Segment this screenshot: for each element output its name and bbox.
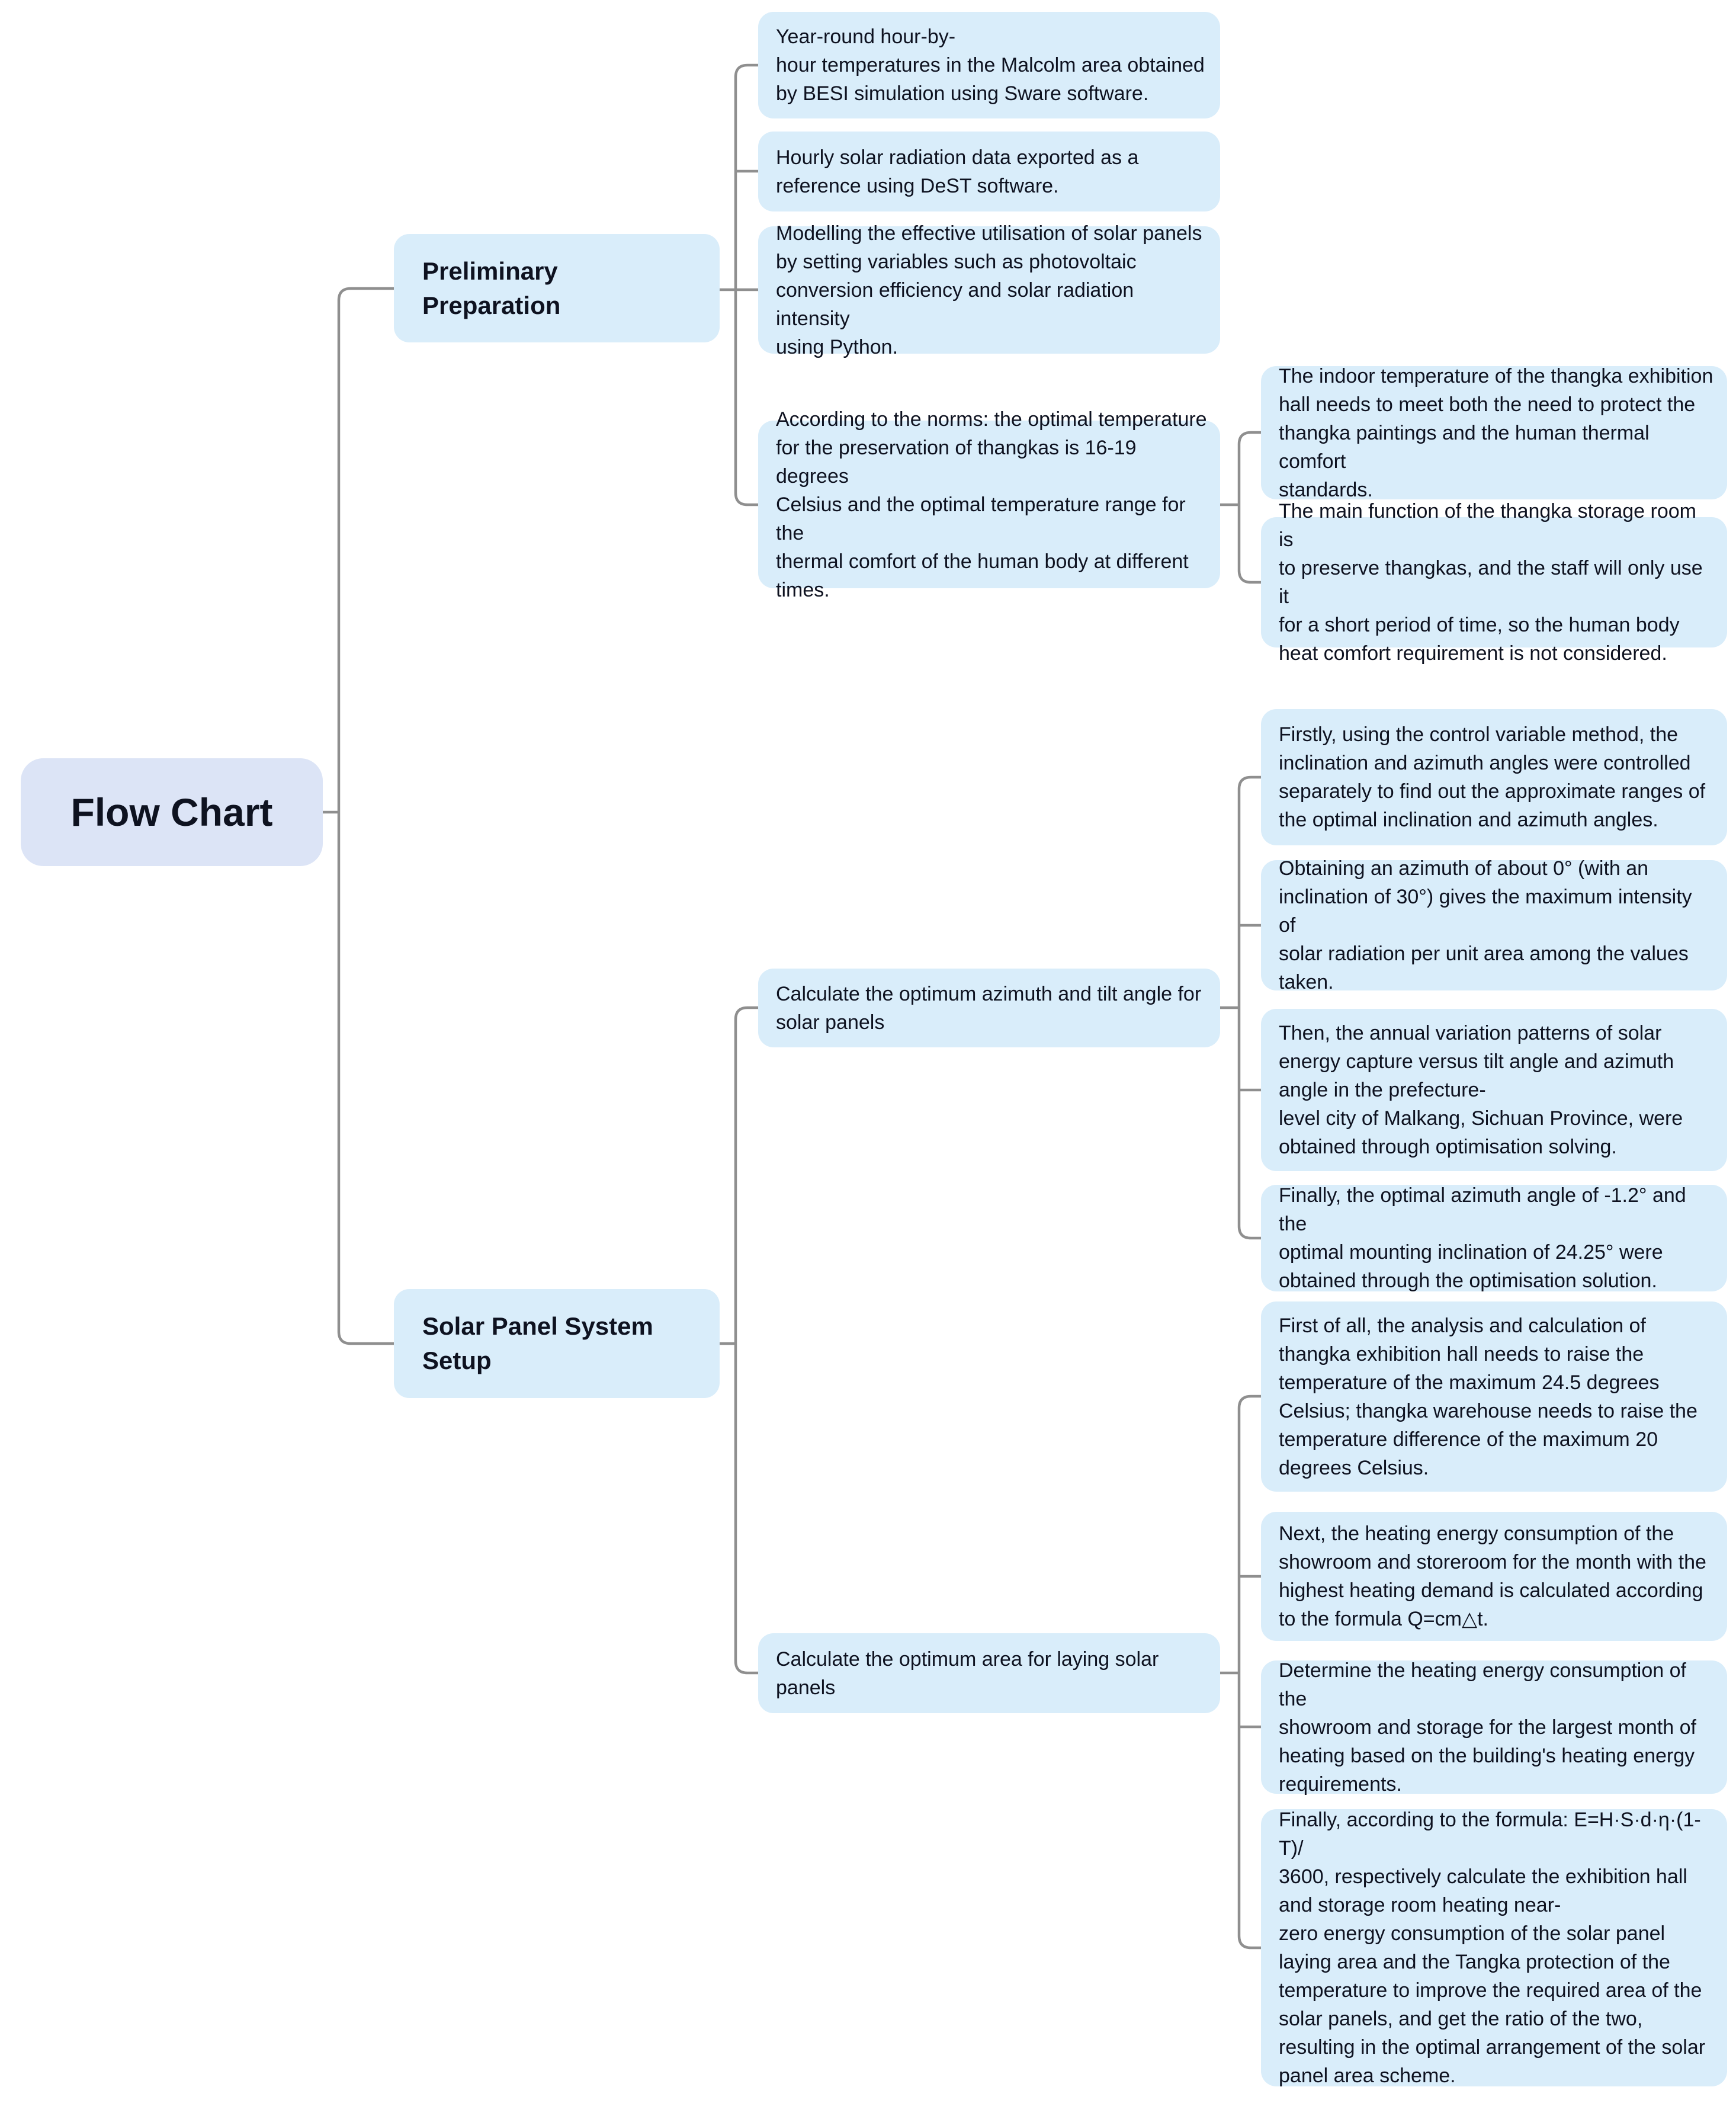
connector-area-bracket (1237, 1394, 1261, 1950)
node-text: Modelling the effective utilisation of s… (776, 222, 1202, 358)
node-finally-panel-area-formula[interactable]: Finally, according to the formula: E=H·S… (1261, 1809, 1727, 2087)
node-calc-optimum-area[interactable]: Calculate the optimum area for laying so… (758, 1633, 1220, 1713)
node-text: First of all, the analysis and calculati… (1279, 1314, 1698, 1479)
node-text: Finally, according to the formula: E=H·S… (1279, 1809, 1706, 2087)
node-text: Firstly, using the control variable meth… (1279, 723, 1706, 831)
node-text: Finally, the optimal azimuth angle of -1… (1279, 1184, 1686, 1292)
node-firstly-control-variable[interactable]: Firstly, using the control variable meth… (1261, 709, 1727, 845)
connector-norms-bracket (1237, 431, 1261, 584)
node-text: Hourly solar radiation data exported as … (776, 146, 1139, 197)
node-text: The indoor temperature of the thangka ex… (1279, 364, 1713, 501)
node-storage-room-requirement[interactable]: The main function of the thangka storage… (1261, 500, 1727, 665)
branch-solar-panel-system-setup[interactable]: Solar Panel System Setup (394, 1289, 720, 1398)
connector-trunk (337, 287, 394, 1345)
node-norms-temperature[interactable]: According to the norms: the optimal temp… (758, 408, 1220, 601)
node-text: Calculate the optimum area for laying so… (776, 1647, 1159, 1699)
node-text: The main function of the thangka storage… (1279, 500, 1703, 665)
node-determine-heating-consumption[interactable]: Determine the heating energy consumption… (1261, 1659, 1727, 1796)
node-calc-azimuth-tilt[interactable]: Calculate the optimum azimuth and tilt a… (758, 969, 1220, 1047)
node-exhibition-hall-requirement[interactable]: The indoor temperature of the thangka ex… (1261, 365, 1727, 501)
branch-preliminary-preparation[interactable]: Preliminary Preparation (394, 234, 720, 342)
node-text: Obtaining an azimuth of about 0° (with a… (1279, 857, 1692, 993)
node-text: Year-round hour-by- hour temperatures in… (776, 25, 1205, 105)
node-obtaining-azimuth[interactable]: Obtaining an azimuth of about 0° (with a… (1261, 857, 1727, 993)
connector-prelim-bracket (734, 63, 758, 506)
node-finally-optimal-angles[interactable]: Finally, the optimal azimuth angle of -1… (1261, 1184, 1727, 1292)
connector-solar-bracket (734, 1006, 758, 1675)
node-text: Calculate the optimum azimuth and tilt a… (776, 982, 1202, 1034)
node-text: Next, the heating energy consumption of … (1279, 1522, 1706, 1630)
node-next-heating-consumption[interactable]: Next, the heating energy consumption of … (1261, 1512, 1727, 1641)
node-text: Determine the heating energy consumption… (1279, 1659, 1696, 1796)
node-text: Then, the annual variation patterns of s… (1279, 1022, 1683, 1158)
node-python-modelling[interactable]: Modelling the effective utilisation of s… (758, 222, 1220, 358)
node-text: According to the norms: the optimal temp… (776, 408, 1207, 601)
node-dest-radiation-data[interactable]: Hourly solar radiation data exported as … (758, 132, 1220, 211)
root-node-label: Flow Chart (70, 790, 273, 834)
node-annual-variation-patterns[interactable]: Then, the annual variation patterns of s… (1261, 1009, 1727, 1171)
branch-label: Preliminary Preparation (422, 257, 561, 319)
branch-label: Solar Panel System Setup (422, 1312, 653, 1374)
root-node-flow-chart[interactable]: Flow Chart (21, 758, 323, 866)
node-first-of-all-temperature-rise[interactable]: First of all, the analysis and calculati… (1261, 1301, 1727, 1492)
node-besi-simulation[interactable]: Year-round hour-by- hour temperatures in… (758, 12, 1220, 118)
connector-azimuth-bracket (1237, 775, 1261, 1240)
